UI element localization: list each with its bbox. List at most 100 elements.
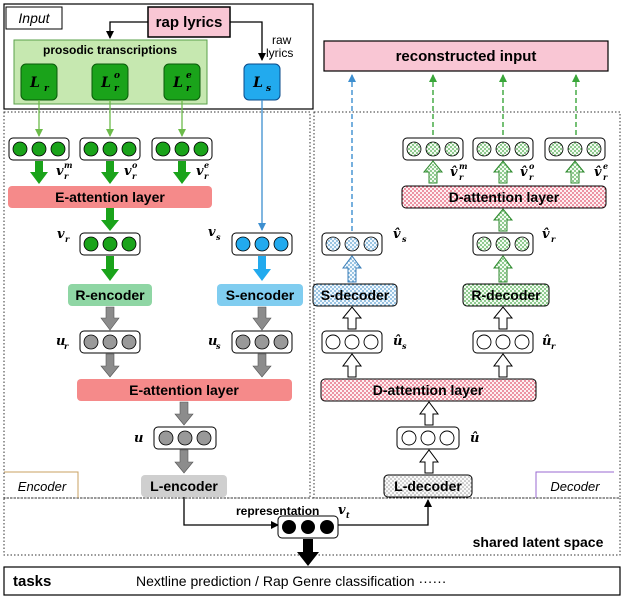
vre-hat-label: v̂ xyxy=(594,165,602,180)
vro-hat-label: v̂ xyxy=(520,165,528,180)
arrow-us-hat-to-sdecoder xyxy=(341,306,363,330)
vector-vre-hat xyxy=(544,137,606,161)
vector-vrm xyxy=(8,137,70,161)
vector-vr xyxy=(79,232,141,256)
vrm-label: v xyxy=(56,164,64,179)
us-hat-sub: s xyxy=(402,341,407,351)
arrow-eatt-to-vr xyxy=(101,208,119,231)
encoder-tag-border xyxy=(4,471,79,498)
e-attention-bottom-label: E-attention layer xyxy=(129,382,239,398)
vr-label: v xyxy=(57,227,65,242)
shared-latent-label: shared latent space xyxy=(473,534,604,550)
e-attention-top xyxy=(8,186,212,208)
ls-label: L xyxy=(252,75,263,91)
reconstructed-input-box xyxy=(323,40,609,72)
vector-vrm-hat xyxy=(402,137,464,161)
arrow-vro-to-eatt xyxy=(101,161,119,184)
vt-label: v xyxy=(338,503,346,518)
d-attention-top xyxy=(401,185,607,209)
s-encoder-box xyxy=(217,284,303,306)
arrow-lyrics-to-prosodic xyxy=(106,21,148,39)
ls-sub: s xyxy=(266,84,271,94)
rap-lyrics-label: rap lyrics xyxy=(156,14,223,31)
arrow-eatt-to-u xyxy=(174,401,194,426)
tasks-bar: tasks Nextline prediction / Rap Genre cl… xyxy=(3,566,621,596)
us-label: u xyxy=(208,334,217,349)
vector-vs xyxy=(231,232,293,256)
d-attention-top-label: D-attention layer xyxy=(449,189,560,205)
arrow-u-to-lencoder xyxy=(174,449,194,474)
lro-sup: o xyxy=(114,71,120,81)
arrow-vr-to-rencoder xyxy=(101,256,119,281)
arrow-vs-to-sencoder xyxy=(253,256,271,281)
lro-label: L xyxy=(100,75,111,91)
decoder: v̂ r m v̂ r o v̂ r e D-attention layer v… xyxy=(312,74,608,498)
vr-hat-label: v̂ xyxy=(542,227,550,242)
u-label: u xyxy=(134,431,143,446)
arrow-vre-to-eatt xyxy=(173,161,191,184)
s-encoder-label: S-encoder xyxy=(226,287,295,303)
vrm-sub: r xyxy=(64,171,69,181)
lre-sub: r xyxy=(186,84,192,94)
ur-sub: r xyxy=(64,341,69,351)
vr-hat-sub: r xyxy=(551,234,556,244)
representation-label: representation xyxy=(236,504,319,518)
shared-latent-space: representation v t shared latent space xyxy=(183,497,604,566)
arrow-sencoder-to-us xyxy=(252,306,272,331)
s-decoder-label: S-decoder xyxy=(321,287,390,303)
vrm-hat-label: v̂ xyxy=(450,165,458,180)
tasks-label: tasks xyxy=(13,573,51,590)
l-encoder-box xyxy=(141,475,227,497)
arrow-us-to-eatt xyxy=(252,353,272,378)
vro-sup: o xyxy=(132,160,138,170)
vector-us xyxy=(231,330,293,354)
vector-vro-hat xyxy=(472,137,534,161)
tasks-description: Nextline prediction / Rap Genre classifi… xyxy=(136,573,446,589)
vs-label: v xyxy=(208,225,216,240)
encoder-frame xyxy=(3,111,311,499)
e-attention-bottom xyxy=(77,379,292,401)
vrm-hat-sub: r xyxy=(459,172,464,182)
l-encoder-label: L-encoder xyxy=(150,478,218,494)
vector-vro xyxy=(79,137,141,161)
vrm-hat-sup: m xyxy=(459,161,467,171)
lro-sub: r xyxy=(114,84,120,94)
vre-sub: r xyxy=(204,171,209,181)
vrm-sup: m xyxy=(64,160,72,170)
vt-sub: t xyxy=(346,510,350,520)
vs-hat-sub: s xyxy=(402,234,407,244)
ur-label: u xyxy=(56,334,65,349)
e-attention-top-label: E-attention layer xyxy=(55,189,165,205)
vs-hat-label: v̂ xyxy=(393,227,401,242)
prosodic-title: prosodic transcriptions xyxy=(43,43,177,57)
arrow-vr-hat-to-datt xyxy=(492,208,514,232)
arrow-lyrics-to-raw xyxy=(230,21,266,61)
input-title: Input xyxy=(18,10,50,26)
us-hat-label: û xyxy=(393,334,402,349)
vector-vs-hat xyxy=(321,232,383,256)
vector-vre xyxy=(151,137,213,161)
arrow-vrm-to-eatt xyxy=(30,161,48,184)
us-sub: s xyxy=(216,341,221,351)
arrow-ur-to-eatt xyxy=(100,353,120,378)
vs-sub: s xyxy=(216,232,221,242)
vre-hat-sup: e xyxy=(603,161,608,171)
arrow-datt-to-us-hat xyxy=(342,353,362,378)
rap-lyrics-box xyxy=(147,6,231,38)
vre-sup: e xyxy=(204,160,209,170)
input-title-box xyxy=(5,6,63,30)
arrow-rdecoder-to-vr-hat xyxy=(493,255,513,283)
vector-us-hat xyxy=(321,330,383,354)
vector-ur-hat xyxy=(472,330,534,354)
arrow-sdecoder-to-vs-hat xyxy=(342,255,362,283)
r-encoder-label: R-encoder xyxy=(75,287,145,303)
vro-label: v xyxy=(124,164,132,179)
lr-sub: r xyxy=(44,84,50,94)
r-encoder-box xyxy=(68,284,152,306)
raw-lyrics-line1: raw xyxy=(272,33,292,47)
l-decoder-label: L-decoder xyxy=(394,478,462,494)
tasks-box xyxy=(3,566,621,596)
arrow-rencoder-to-ur xyxy=(100,306,120,331)
decoder-tag-border xyxy=(535,471,614,498)
